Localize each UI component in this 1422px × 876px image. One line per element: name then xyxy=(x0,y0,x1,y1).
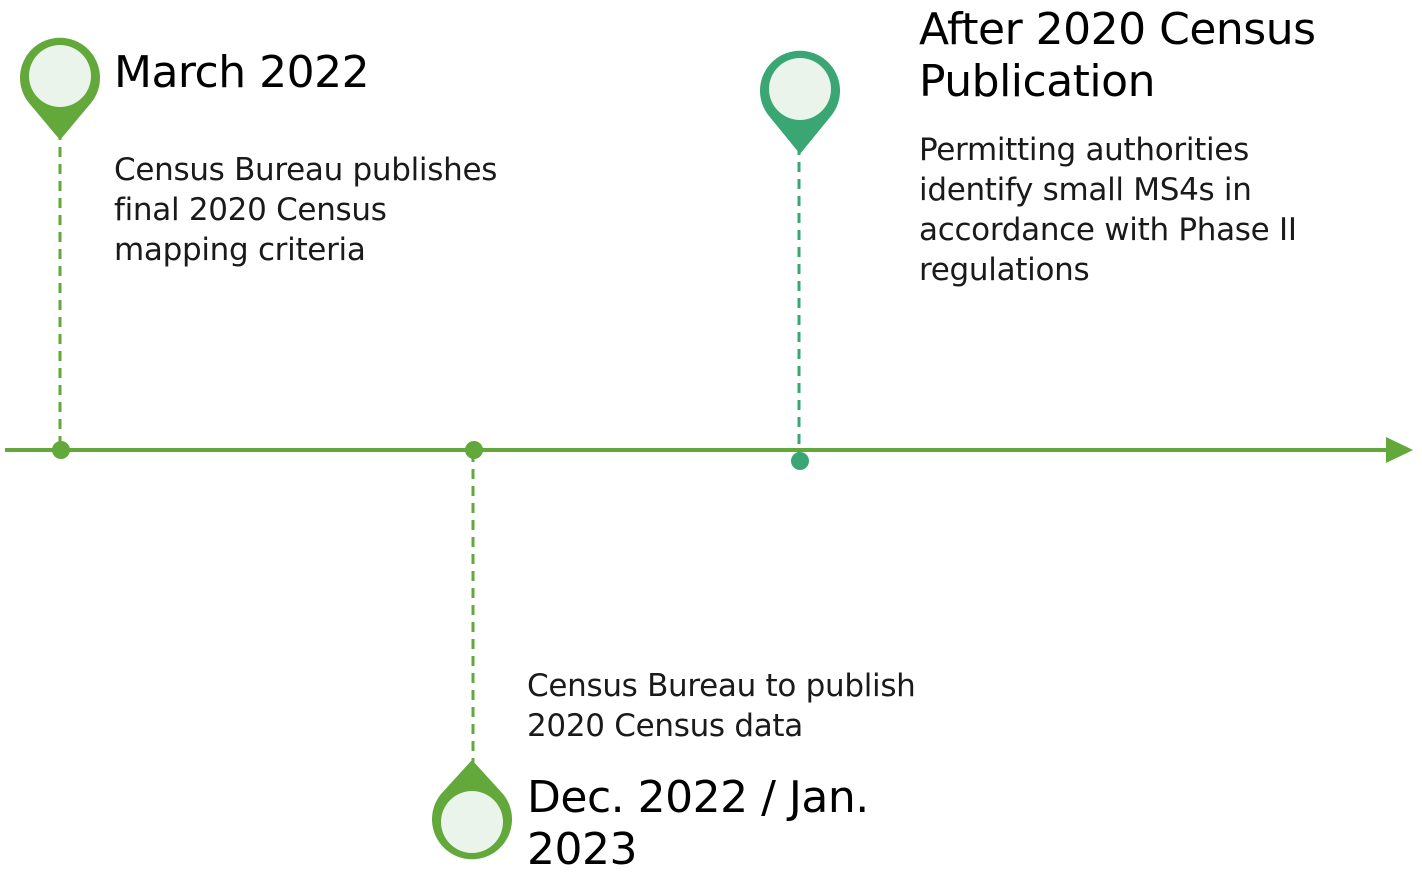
map-pin-icon xyxy=(431,760,512,860)
event-title-dec: Dec. 2022 / Jan. 2023 xyxy=(527,772,869,875)
event-description-after: Permitting authorities identify small MS… xyxy=(919,132,1297,288)
map-pin-icon xyxy=(760,50,840,154)
map-pin-icon xyxy=(20,37,100,140)
event-description-dec: Census Bureau to publish 2020 Census dat… xyxy=(527,668,916,744)
timeline-marker-after xyxy=(791,452,809,470)
timeline-marker-march xyxy=(52,441,70,459)
event-description-march: Census Bureau publishes final 2020 Censu… xyxy=(114,152,498,268)
event-title-march: March 2022 xyxy=(114,47,370,98)
timeline-marker-dec xyxy=(465,441,483,459)
timeline-arrowhead xyxy=(1386,437,1413,463)
event-title-after: After 2020 Census Publication xyxy=(919,4,1316,107)
